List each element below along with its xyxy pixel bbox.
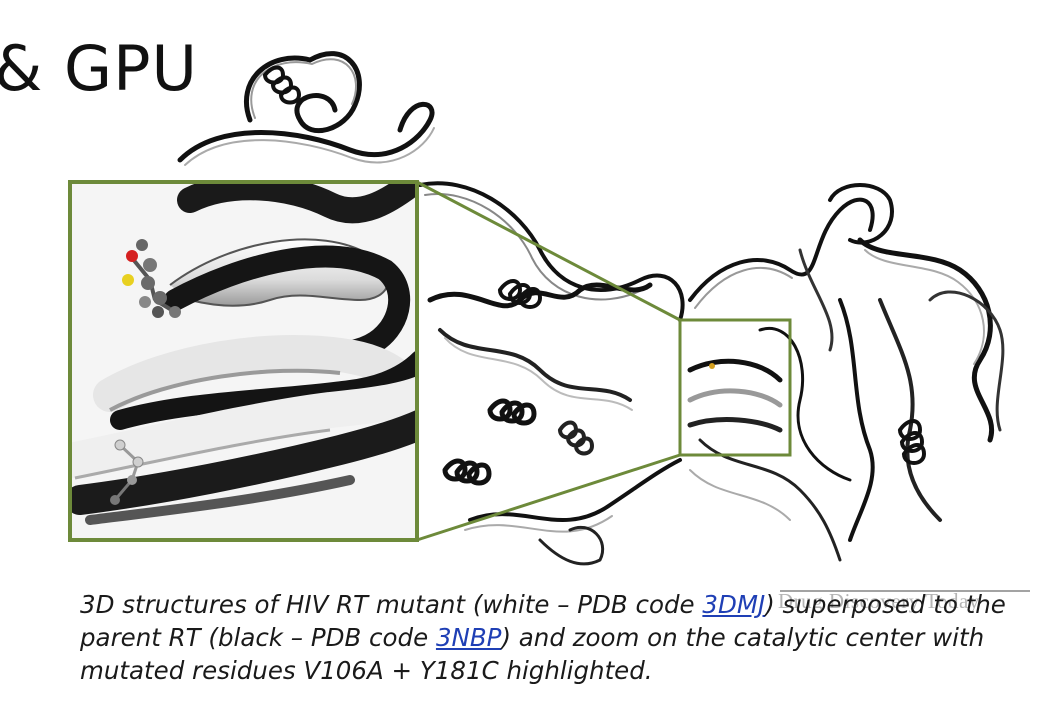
zoom-connector-top <box>416 180 681 322</box>
zoom-inset-frame <box>68 180 419 542</box>
pdb-link-3nbp[interactable]: 3NBP <box>435 623 502 652</box>
residue-v106a-ball-stick <box>110 439 144 505</box>
catalytic-site-mini-ribbons <box>687 358 783 433</box>
slide-title: & GPU <box>0 32 198 105</box>
caption-text-3: ) and zoom on the catalytic center with … <box>80 623 985 685</box>
residue-y181c-ball-stick <box>122 239 181 318</box>
pdb-link-3dmj[interactable]: 3DMJ <box>702 590 766 619</box>
watermark-bar <box>780 590 1030 592</box>
figure-caption: 3D structures of HIV RT mutant (white – … <box>80 588 1040 687</box>
protein-backbone-trace <box>177 51 1005 566</box>
caption-text-2: ) superposed to the parent RT (black – P… <box>80 590 1006 652</box>
zoom-inset <box>68 180 419 542</box>
catalytic-site-highlight-box <box>678 318 792 457</box>
protein-structure-figure <box>68 51 1005 566</box>
zoom-connector-bottom <box>416 453 681 542</box>
caption-text-1: 3D structures of HIV RT mutant (white – … <box>80 590 703 619</box>
